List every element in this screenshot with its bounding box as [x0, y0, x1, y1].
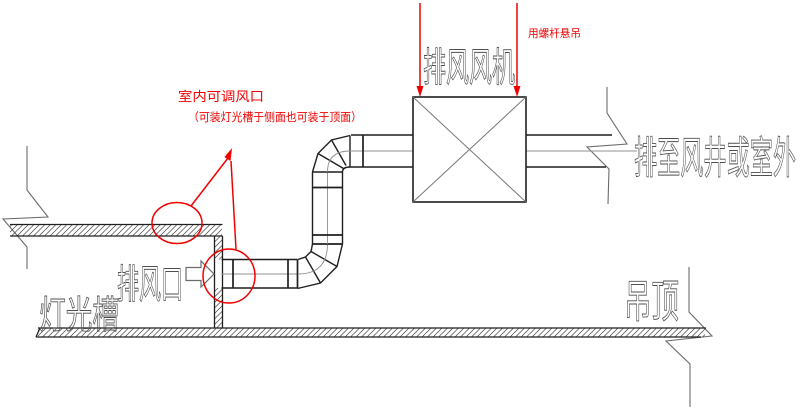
upper-elbow-gores [312, 135, 351, 173]
break-mark-right-duct [585, 87, 628, 205]
cad-labels: 排风风机 排至风井或室外 灯光槽 排风口 吊顶 [39, 45, 797, 338]
airflow-arrow-icon [185, 259, 215, 289]
outlet-note-line2: （可装灯光槽于侧面也可装于顶面） [188, 110, 362, 124]
ceiling-structure [10, 223, 706, 338]
light-trough-label: 灯光槽 [39, 293, 119, 337]
riser-duct-walls [311, 172, 344, 244]
fan-box [412, 96, 527, 203]
hanger-arrow-right-head [513, 86, 521, 97]
upper-elbow-inner [341, 166, 351, 173]
lower-elbow-outer [297, 243, 344, 290]
discharge-duct-walls [526, 134, 612, 168]
outlet-note-line1: 室内可调风口 [178, 89, 264, 105]
red-annotations: 用螺杆悬吊 室内可调风口 （可装灯光槽于侧面也可装于顶面） [151, 3, 581, 304]
exhaust-outlet-label: 排风口 [117, 262, 183, 308]
leader-arrowhead [224, 148, 232, 161]
lower-elbow-centerline [297, 243, 328, 275]
ceiling-label: 吊顶 [624, 275, 679, 328]
ceiling-band-borders [35, 327, 706, 338]
break-mark-left [1, 146, 50, 269]
riser-duct-joints [312, 186, 343, 236]
fan-label: 排风风机 [423, 45, 515, 91]
upper-duct-walls [350, 134, 413, 168]
trough-wall-borders [213, 236, 224, 328]
trough-wall-hatch-lower [214, 288, 223, 328]
lower-elbow-inner [297, 243, 314, 261]
hanger-arrow-left-head [416, 86, 424, 97]
break-marks [1, 87, 714, 407]
upper-elbow-centerline [327, 150, 351, 173]
hanger-arrow-right [513, 3, 521, 97]
detail-circle-grille [202, 248, 256, 304]
hang-note-label: 用螺杆悬吊 [528, 26, 581, 40]
detail-circle-soffit [151, 201, 203, 245]
trough-wall-hatch-upper [214, 236, 223, 260]
soffit-band-hatch [10, 224, 222, 236]
soffit-band-borders [10, 223, 223, 237]
lower-elbow-gores [304, 250, 338, 284]
lower-duct-joints [232, 259, 299, 288]
lower-duct-walls [221, 258, 298, 289]
exhaust-to-label: 排至风井或室外 [634, 133, 796, 184]
hanger-arrow-left [416, 3, 424, 97]
fan-box-diagonal-2 [412, 96, 527, 203]
leader-line-to-soffit [190, 157, 229, 207]
upper-elbow-outer [311, 134, 351, 173]
ceiling-band-hatch [38, 328, 705, 337]
exhaust-duct-run [221, 134, 637, 290]
break-mark-ceiling-right [664, 267, 714, 407]
leader-line-to-grille [230, 160, 237, 250]
